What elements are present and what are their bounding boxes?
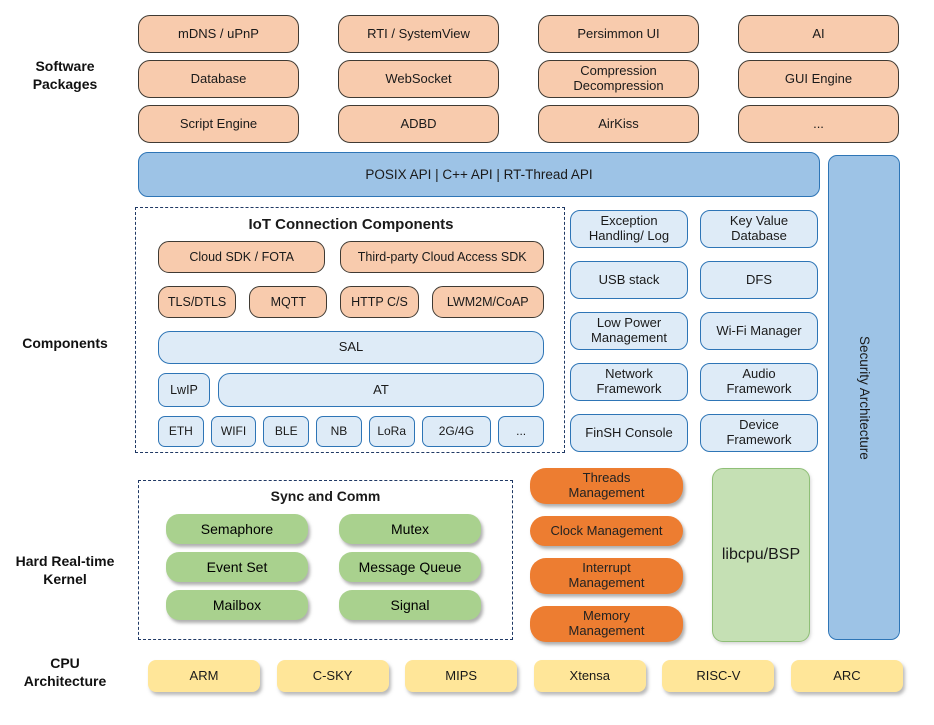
- link-layer-box: ETH: [158, 416, 204, 447]
- api-bar-label: POSIX API | C++ API | RT-Thread API: [365, 166, 593, 182]
- libcpu-bsp-box: libcpu/BSP: [712, 468, 810, 642]
- section-label-cpu: CPU Architecture: [23, 655, 107, 689]
- component-service-box: Audio Framework: [700, 363, 818, 401]
- component-service-box: Low Power Management: [570, 312, 688, 350]
- iot-cloud-box: Cloud SDK / FOTA: [158, 241, 326, 273]
- link-layer-box: LoRa: [368, 416, 415, 447]
- cpu-architecture-box: Xtensa: [533, 660, 646, 692]
- cpu-architecture-box: ARM: [148, 660, 260, 692]
- software-package-box: Script Engine: [138, 105, 299, 143]
- iot-protocol-box: LWM2M/CoAP: [431, 286, 545, 318]
- at-box: AT: [218, 373, 544, 407]
- api-bar: POSIX API | C++ API | RT-Thread API: [138, 152, 820, 197]
- component-service-box: Key Value Database: [700, 210, 818, 248]
- iot-connection-components-title: IoT Connection Components: [248, 216, 454, 233]
- section-label-kernel: Hard Real-time Kernel: [15, 553, 115, 587]
- component-service-box: Exception Handling/ Log: [570, 210, 688, 248]
- sal-layer: SAL: [158, 331, 544, 364]
- sync-primitive-box: Mailbox: [166, 590, 308, 620]
- security-architecture-label: Security Architecture: [856, 335, 872, 460]
- cpu-architecture-box: C-SKY: [276, 660, 389, 692]
- cpu-architecture-box: RISC-V: [662, 660, 775, 692]
- software-package-box: Compression Decompression: [538, 60, 699, 98]
- sync-and-comm-title: Sync and Comm: [270, 488, 381, 504]
- component-service-box: DFS: [700, 261, 818, 299]
- iot-protocol-box: MQTT: [249, 286, 328, 318]
- software-packages-grid: mDNS / uPnP RTI / SystemView Persimmon UI A…: [138, 15, 900, 143]
- sync-primitive-box: Mutex: [339, 514, 481, 544]
- sync-primitive-box: Semaphore: [166, 514, 308, 544]
- component-service-box: Network Framework: [570, 363, 688, 401]
- component-service-box: Device Framework: [700, 414, 818, 452]
- iot-protocol-row: TLS/DTLS MQTT HTTP C/S LWM2M/CoAP: [158, 286, 545, 318]
- software-package-box: ...: [738, 105, 899, 143]
- component-service-box: Wi-Fi Manager: [700, 312, 818, 350]
- iot-cloud-row: Cloud SDK / FOTA Third-party Cloud Access…: [158, 241, 544, 273]
- software-package-box: WebSocket: [338, 60, 499, 98]
- software-package-box: mDNS / uPnP: [138, 15, 299, 53]
- software-package-box: RTI / SystemView: [338, 15, 499, 53]
- network-stack-row: LwIP AT: [158, 373, 544, 407]
- link-layer-box: BLE: [263, 416, 310, 447]
- link-layer-box: 2G/4G: [421, 416, 492, 447]
- link-layer-box: NB: [316, 416, 362, 447]
- iot-protocol-box: HTTP C/S: [340, 286, 419, 318]
- software-package-box: AirKiss: [538, 105, 699, 143]
- software-package-box: Database: [138, 60, 299, 98]
- security-architecture-bar: Security Architecture: [828, 155, 900, 640]
- sync-primitive-box: Event Set: [166, 552, 308, 582]
- cpu-architecture-row: ARM C-SKY MIPS Xtensa RISC-V ARC: [148, 660, 903, 692]
- link-layer-box: WIFI: [210, 416, 257, 447]
- iot-connection-components-box: IoT Connection Components Cloud SDK / FO…: [135, 207, 565, 453]
- link-layer-box: ...: [498, 416, 544, 447]
- component-service-box: USB stack: [570, 261, 688, 299]
- component-service-box: FinSH Console: [570, 414, 688, 452]
- cpu-architecture-box: MIPS: [405, 660, 518, 692]
- sync-primitive-box: Message Queue: [339, 552, 481, 582]
- kernel-management-box: Interrupt Management: [530, 558, 683, 594]
- kernel-management-box: Memory Management: [530, 606, 683, 642]
- cpu-architecture-box: ARC: [790, 660, 903, 692]
- software-package-box: AI: [738, 15, 899, 53]
- iot-protocol-box: TLS/DTLS: [158, 286, 237, 318]
- section-label-components: Components: [22, 335, 108, 351]
- kernel-management-box: Clock Management: [530, 516, 683, 546]
- iot-cloud-box: Third-party Cloud Access SDK: [340, 241, 544, 273]
- software-package-box: Persimmon UI: [538, 15, 699, 53]
- kernel-management-box: Threads Management: [530, 468, 683, 504]
- software-package-box: GUI Engine: [738, 60, 899, 98]
- lwip-box: LwIP: [158, 373, 210, 407]
- sync-primitive-box: Signal: [339, 590, 481, 620]
- component-services-grid: Exception Handling/ Log Key Value Databas…: [570, 210, 818, 452]
- software-package-box: ADBD: [338, 105, 499, 143]
- section-label-software-packages: Software Packages: [32, 58, 98, 92]
